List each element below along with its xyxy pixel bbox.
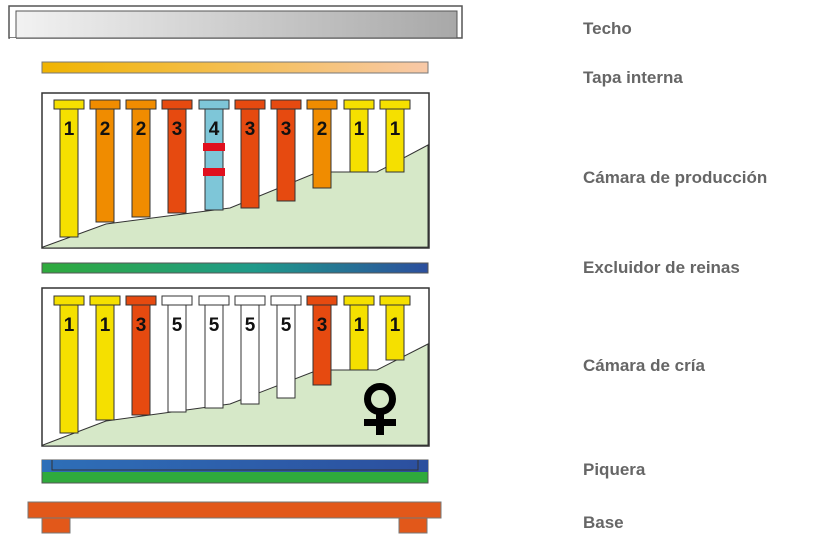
label-base: Base	[583, 513, 624, 532]
brood-frame: 1	[343, 295, 375, 371]
label-queen-excluder: Excluidor de reinas	[583, 258, 740, 277]
brood-frame: 3	[125, 295, 157, 416]
brood-frame: 5	[270, 295, 302, 399]
brood-frame-number: 1	[100, 315, 111, 336]
label-brood-chamber: Cámara de cría	[583, 356, 705, 375]
production-frame: 2	[89, 99, 121, 223]
roof	[8, 5, 463, 39]
queen-female-icon	[364, 383, 396, 435]
production-frame: 3	[161, 99, 193, 214]
brood-frame-number: 5	[281, 315, 292, 336]
inner-cover	[41, 61, 429, 74]
label-roof: Techo	[583, 19, 632, 38]
production-frame-number: 1	[390, 119, 401, 140]
production-frame: 2	[125, 99, 157, 218]
frame-marker	[203, 143, 225, 151]
brood-frame: 5	[198, 295, 230, 409]
brood-frame-number: 1	[390, 315, 401, 336]
brood-frame-number: 5	[172, 315, 183, 336]
queen-excluder	[41, 262, 429, 274]
brood-frame: 1	[53, 295, 85, 434]
production-frame-number: 2	[136, 119, 147, 140]
base	[27, 501, 442, 534]
production-frame: 3	[234, 99, 266, 209]
brood-chamber: 1 1 3 5 5 5 5 3 1 1	[41, 287, 430, 447]
production-frame-number: 4	[209, 119, 220, 140]
production-frame: 1	[53, 99, 85, 238]
brood-frame: 1	[379, 295, 411, 361]
brood-frame-number: 3	[136, 315, 147, 336]
brood-frame-number: 3	[317, 315, 328, 336]
label-production-chamber: Cámara de producción	[583, 168, 768, 187]
production-chamber: 1 2 2 3 4 3 3 2 1 1	[41, 92, 430, 249]
production-frame-number: 1	[64, 119, 75, 140]
brood-frame: 5	[161, 295, 193, 413]
brood-frame-number: 1	[354, 315, 365, 336]
production-frame: 3	[270, 99, 302, 202]
production-frame: 4	[198, 99, 230, 211]
brood-frame: 1	[89, 295, 121, 421]
frame-marker	[203, 168, 225, 176]
brood-frame: 5	[234, 295, 266, 405]
production-frame: 2	[306, 99, 338, 189]
brood-frame-number: 5	[209, 315, 220, 336]
production-frame-number: 2	[100, 119, 111, 140]
production-frame: 1	[343, 99, 375, 173]
entrance	[41, 459, 429, 484]
label-inner-cover: Tapa interna	[583, 68, 683, 87]
production-frame-number: 3	[172, 119, 183, 140]
brood-frame-number: 1	[64, 315, 75, 336]
brood-frame-number: 5	[245, 315, 256, 336]
production-frame-number: 1	[354, 119, 365, 140]
production-frame-number: 3	[245, 119, 256, 140]
production-frame-number: 2	[317, 119, 328, 140]
production-frame: 1	[379, 99, 411, 173]
production-frame-number: 3	[281, 119, 292, 140]
brood-frame: 3	[306, 295, 338, 386]
label-entrance: Piquera	[583, 460, 646, 479]
